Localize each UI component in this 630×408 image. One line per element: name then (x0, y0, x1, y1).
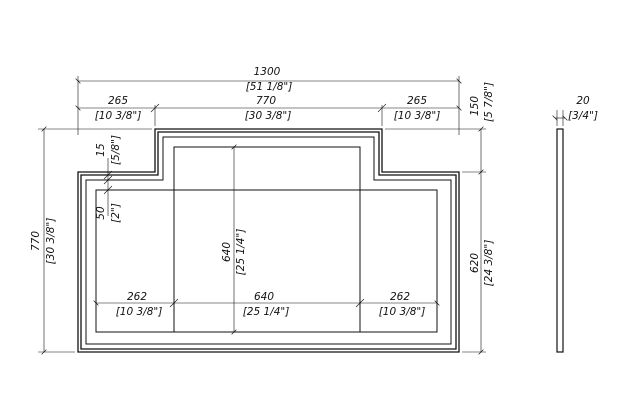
label-left-wing-in: [10 3/8"] (95, 110, 142, 122)
label-overall-width-mm: 1300 (254, 66, 281, 78)
inner-border-2 (85, 136, 452, 345)
label-right-wing-in: [10 3/8"] (394, 110, 441, 122)
inner-border-1 (80, 131, 457, 350)
front-view-outline (77, 128, 460, 353)
label-step-height-mm: 150 (469, 96, 481, 116)
label-center-panel-mm: 640 (254, 291, 274, 303)
label-overall-height-in: [30 3/8"] (45, 218, 57, 265)
label-right-panel-in: [10 3/8"] (379, 306, 426, 318)
label-center-width-in: [30 3/8"] (245, 110, 292, 122)
dimension-lines (38, 76, 486, 352)
label-wing-height-in: [24 3/8"] (483, 240, 495, 287)
label-wing-height-mm: 620 (469, 253, 481, 273)
label-center-width-mm: 770 (256, 95, 276, 107)
label-left-wing-mm: 265 (108, 95, 128, 107)
label-center-height-mm: 640 (221, 242, 233, 262)
label-thickness-in: [3/4"] (568, 110, 598, 122)
side-profile (556, 128, 564, 353)
label-left-panel-in: [10 3/8"] (116, 306, 163, 318)
label-inner-offset-in: [2"] (110, 203, 122, 223)
side-view (555, 110, 565, 353)
label-border-gap-mm: 15 (95, 143, 107, 157)
label-left-panel-mm: 262 (127, 291, 147, 303)
label-center-panel-in: [25 1/4"] (243, 306, 290, 318)
label-right-wing-mm: 265 (407, 95, 427, 107)
dimension-labels: 1300 [51 1/8"] 265 [10 3/8"] 770 [30 3/8… (30, 66, 598, 318)
label-border-gap-in: [5/8"] (110, 135, 122, 165)
label-overall-height-mm: 770 (30, 231, 42, 251)
label-center-height-in: [25 1/4"] (235, 229, 247, 276)
label-step-height-in: [5 7/8"] (483, 82, 495, 122)
label-inner-offset-mm: 50 (95, 206, 107, 220)
outer-border (77, 128, 460, 353)
label-overall-width-in: [51 1/8"] (246, 81, 293, 93)
label-thickness-mm: 20 (576, 95, 590, 107)
label-right-panel-mm: 262 (390, 291, 410, 303)
center-panel (173, 146, 361, 333)
